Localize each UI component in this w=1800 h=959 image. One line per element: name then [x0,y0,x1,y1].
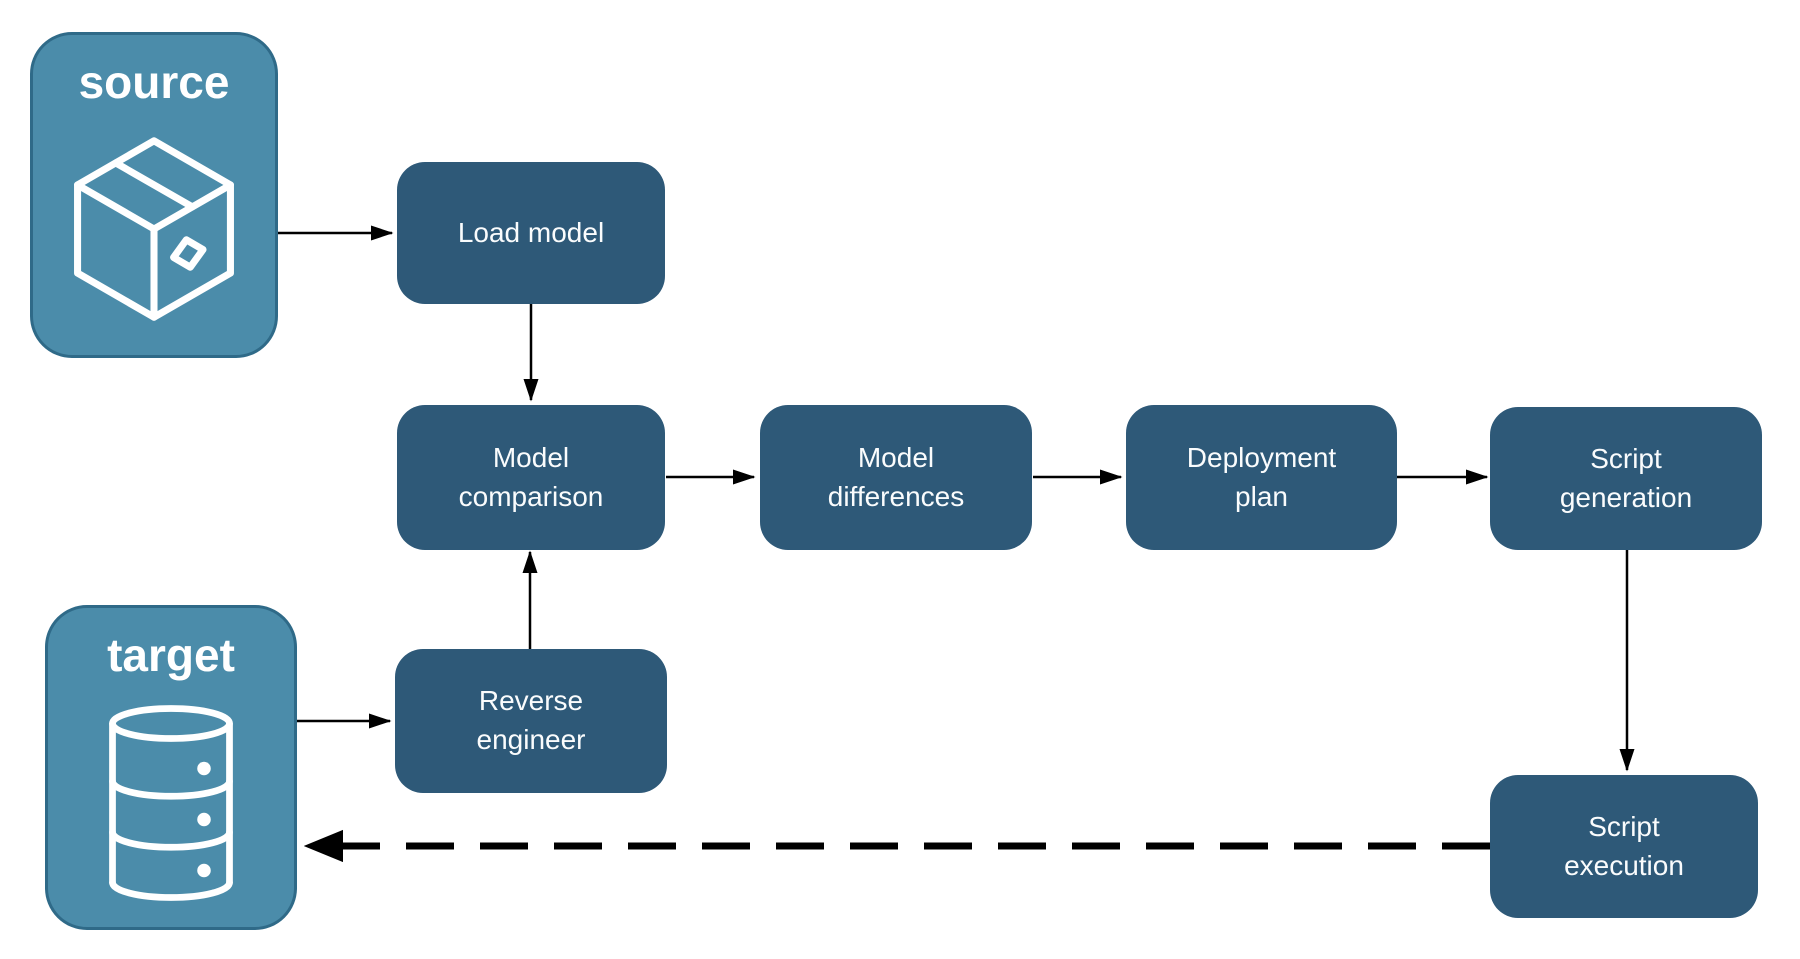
node-load-model-label: Load model [457,216,605,248]
target-container: target [45,605,297,930]
node-deployment-plan: Deployment plan [1126,405,1397,550]
node-model-differences: Model differences [760,405,1032,550]
node-reverse-engineer: Reverse engineer [395,649,667,793]
node-script-generation-label: Script generation [1559,442,1693,513]
node-reverse-engineer-label: Reverse engineer [476,685,586,755]
source-label: source [78,56,230,108]
node-deployment-plan-label: Deployment plan [1186,441,1337,512]
node-model-comparison: Model comparison [397,405,665,550]
node-model-differences-label: Model differences [827,441,965,512]
package-icon [56,131,252,327]
node-script-execution-label: Script execution [1564,810,1684,881]
node-script-execution: Script execution [1490,775,1758,918]
node-script-generation: Script generation [1490,407,1762,550]
node-model-comparison-label: Model comparison [458,441,604,512]
database-icon [96,704,246,902]
node-load-model: Load model [397,162,665,304]
source-container: source [30,32,278,358]
target-label: target [107,629,235,681]
